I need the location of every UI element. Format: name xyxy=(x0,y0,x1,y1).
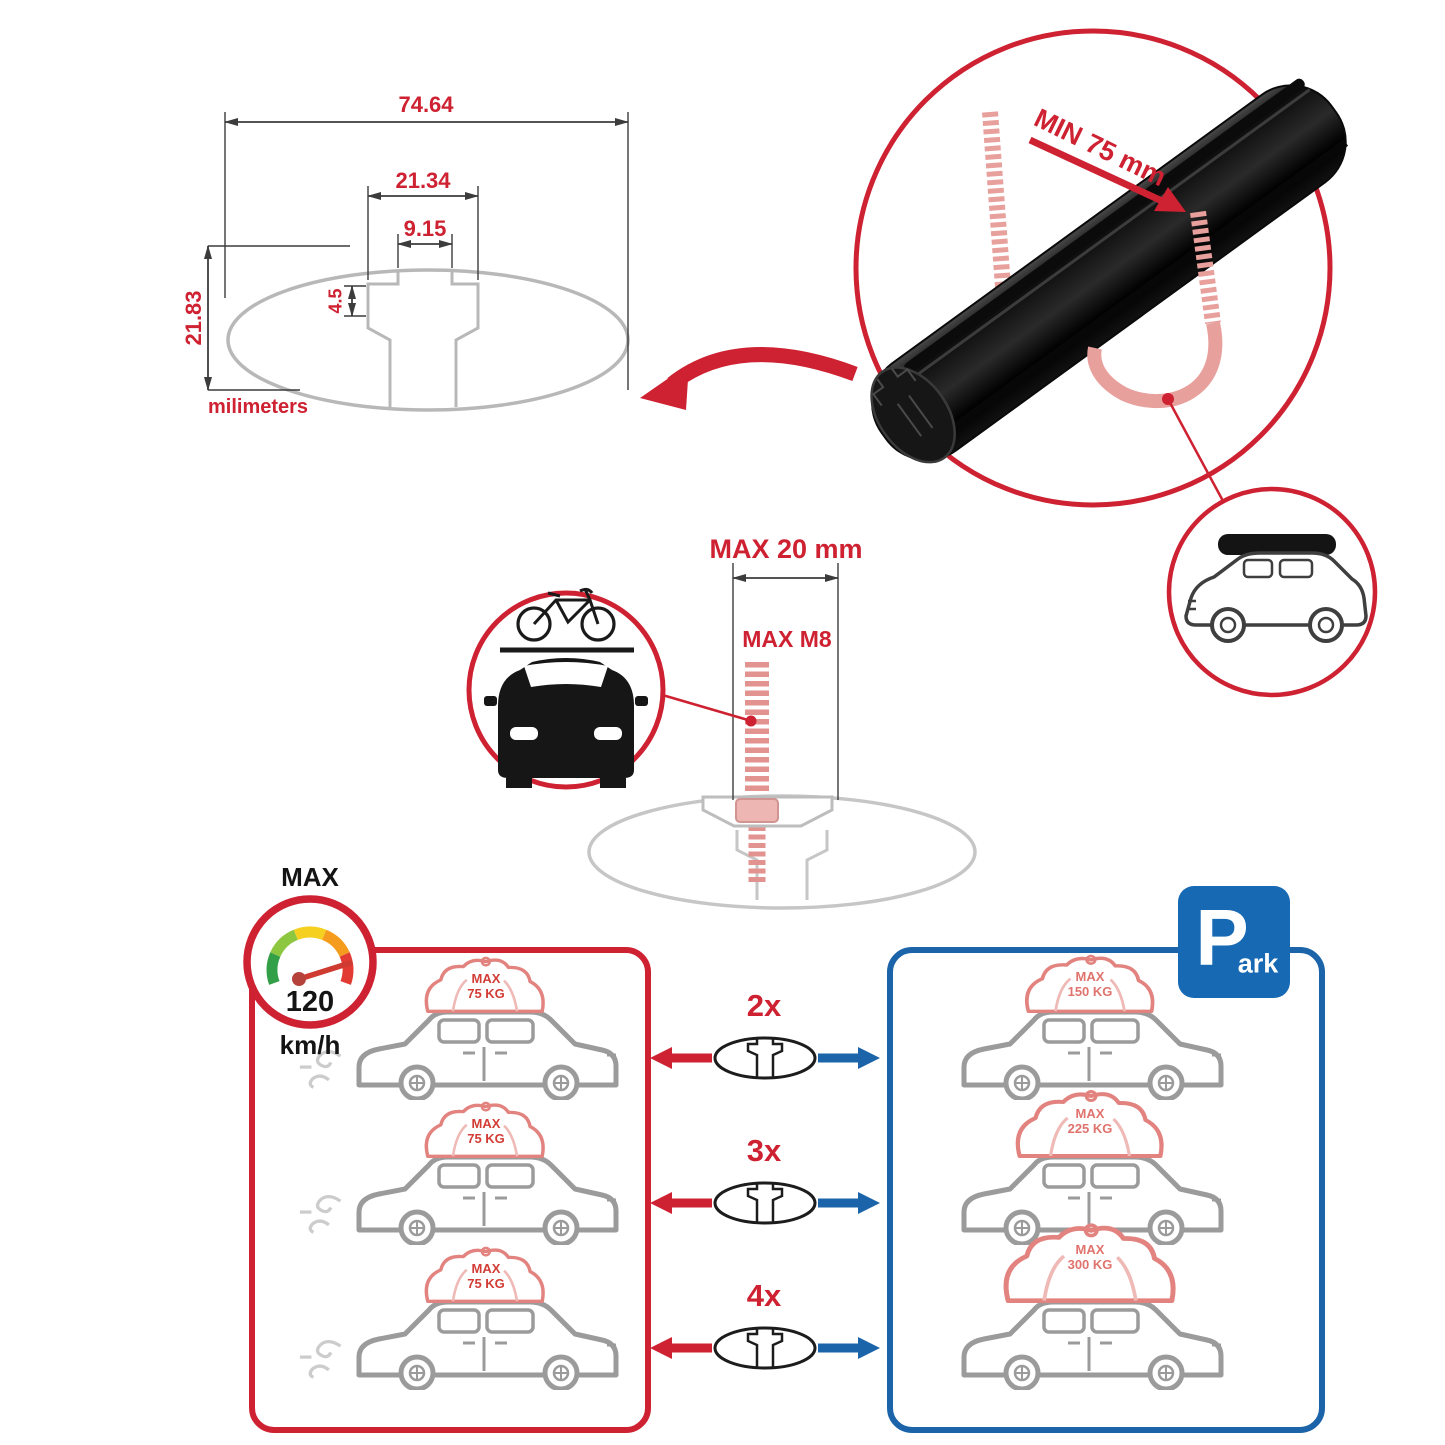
load-max: MAX xyxy=(471,1261,501,1276)
right-arrow-icon xyxy=(858,1047,880,1069)
parking-sign-suffix: ark xyxy=(1237,948,1279,979)
multiplier-3x: 3x xyxy=(746,1133,782,1168)
crossbar-bar xyxy=(870,78,1349,464)
parking-sign xyxy=(1178,886,1290,998)
load-max: MAX xyxy=(471,1116,501,1131)
load-value: 300 KG xyxy=(1067,1257,1113,1272)
zoom-pointer-arrow xyxy=(640,347,858,410)
crossbar-profile-icon xyxy=(713,1181,817,1225)
roof-load-label: MAX 300 KG xyxy=(1068,1242,1113,1272)
roof-load-label: MAX 225 KG xyxy=(1068,1106,1113,1136)
u-bolt-thread-near xyxy=(1190,210,1221,325)
roof-load-label: MAX 75 KG xyxy=(467,971,505,1001)
car-front-icon xyxy=(484,658,648,788)
load-value: 225 KG xyxy=(1067,1121,1113,1136)
crossbar-closeup-circle xyxy=(853,28,1349,508)
multiplier-rows xyxy=(650,1036,880,1370)
bolt-dimension-lines xyxy=(732,563,839,800)
u-bolt-thread-far xyxy=(982,111,1012,301)
u-bolt-loop xyxy=(1087,321,1223,409)
left-arrow-icon xyxy=(650,1047,672,1069)
speed-value: 120 xyxy=(285,986,335,1018)
right-arrow-icon xyxy=(858,1337,880,1359)
unit-label: milimeters xyxy=(208,396,309,418)
load-value: 75 KG xyxy=(467,1276,505,1291)
bike-on-car-circle xyxy=(466,587,666,790)
dim-profile-height: 21.83 xyxy=(181,290,206,346)
bolt-max-length-label: MAX 20 mm xyxy=(709,534,863,564)
load-max: MAX xyxy=(471,971,501,986)
speed-unit: km/h xyxy=(279,1030,341,1060)
dim-lip-depth: 4.5 xyxy=(325,288,346,314)
min-clearance-arrow xyxy=(1028,136,1186,212)
bolt-head xyxy=(735,798,779,823)
suv-roofbox-circle xyxy=(1166,486,1378,698)
load-max: MAX xyxy=(1075,969,1105,984)
speedometer-icon xyxy=(243,895,377,1029)
left-arrow-icon xyxy=(650,1192,672,1214)
crossbar-t-slot-channel xyxy=(366,272,480,407)
dimension-lines xyxy=(204,112,629,391)
roof-load-label: MAX 75 KG xyxy=(467,1261,505,1291)
bolt-spec-drawing xyxy=(587,563,977,910)
bolt-max-thread-label: MAX M8 xyxy=(742,626,832,652)
profile-dimension-drawing xyxy=(204,112,630,412)
roof-box-icon xyxy=(1218,534,1336,555)
right-arrow-icon xyxy=(858,1192,880,1214)
callout-dot xyxy=(745,715,757,727)
crossbar-profile-outline xyxy=(226,268,630,412)
load-max: MAX xyxy=(1075,1106,1105,1121)
multiplier-4x: 4x xyxy=(746,1278,782,1313)
load-value: 75 KG xyxy=(467,986,505,1001)
bike-icon xyxy=(500,587,634,653)
load-value: 150 KG xyxy=(1067,984,1113,999)
load-max: MAX xyxy=(1075,1242,1105,1257)
crossbar-profile-icon xyxy=(713,1326,817,1370)
speed-max-label: MAX xyxy=(281,862,339,892)
dim-total-width: 74.64 xyxy=(398,92,454,117)
crossbar-profile-icon xyxy=(713,1036,817,1080)
roof-load-label: MAX 75 KG xyxy=(467,1116,505,1146)
dim-channel-opening: 9.15 xyxy=(403,216,447,241)
dim-channel-outer: 21.34 xyxy=(395,168,451,193)
multiplier-2x: 2x xyxy=(746,988,782,1023)
suv-body xyxy=(1184,551,1368,627)
load-value: 75 KG xyxy=(467,1131,505,1146)
left-arrow-icon xyxy=(650,1337,672,1359)
parking-sign-letter: P xyxy=(1195,893,1249,982)
roof-load-label: MAX 150 KG xyxy=(1068,969,1113,999)
